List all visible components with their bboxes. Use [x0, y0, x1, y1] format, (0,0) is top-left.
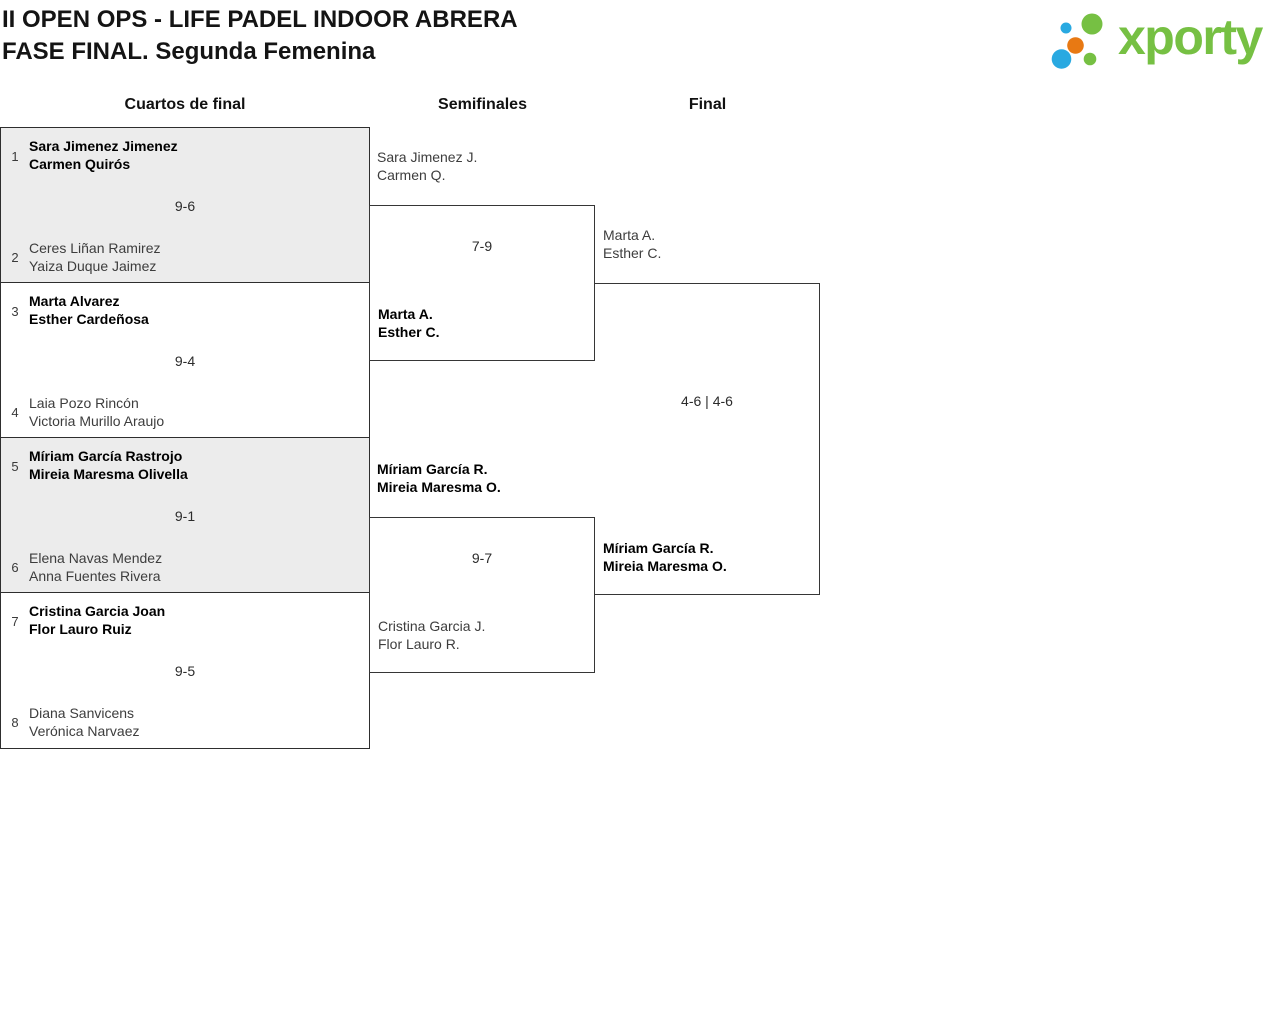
- match-score: 9-1: [174, 508, 196, 524]
- seed-number: 5: [11, 458, 19, 474]
- match-score: 7-9: [471, 238, 493, 254]
- team-names: Diana Sanvicens Verónica Narvaez: [29, 704, 140, 740]
- team-name-line: Cristina Garcia J.: [378, 618, 486, 634]
- final-match: 4-6 | 4-6 Míriam García R. Mireia Maresm…: [595, 283, 820, 595]
- team-name-line: Míriam García Rastrojo: [29, 448, 183, 464]
- team-name-line: Esther C.: [603, 245, 662, 261]
- team-name-line: Diana Sanvicens: [29, 705, 135, 721]
- team-name-line: Esther C.: [378, 324, 440, 340]
- team-name-line: Mireia Maresma O.: [377, 479, 501, 495]
- seed-number: 1: [11, 148, 19, 164]
- match-score: 4-6 | 4-6: [681, 393, 733, 409]
- team-name-line: Cristina Garcia Joan: [29, 603, 166, 619]
- seed-number: 2: [11, 249, 19, 265]
- team-names: Míriam García Rastrojo Mireia Maresma Ol…: [29, 447, 188, 483]
- round-header-final: Final: [688, 96, 727, 113]
- semifinal-match-2: 9-7 Cristina Garcia J. Flor Lauro R.: [369, 517, 595, 673]
- logo-dots-icon: [1051, 13, 1103, 69]
- match-score: 9-4: [174, 353, 196, 369]
- seed-number: 4: [11, 404, 19, 420]
- team-name-line: Sara Jimenez J.: [377, 149, 478, 165]
- team-name-line: Marta A.: [378, 306, 433, 322]
- logo-wordmark: xporty: [1118, 9, 1263, 65]
- semifinal-match-1: 7-9 Marta A. Esther C.: [369, 205, 595, 361]
- match-score: 9-5: [174, 663, 196, 679]
- quarterfinal-match-1: 1 Sara Jimenez Jimenez Carmen Quirós 9-6…: [1, 128, 369, 283]
- page-title: II OPEN OPS - LIFE PADEL INDOOR ABRERA F…: [2, 4, 518, 68]
- seed-number: 3: [11, 303, 19, 319]
- quarterfinals-bracket: 1 Sara Jimenez Jimenez Carmen Quirós 9-6…: [0, 127, 370, 749]
- team-name-line: Sara Jimenez Jimenez: [29, 138, 178, 154]
- title-line-tournament: II OPEN OPS - LIFE PADEL INDOOR ABRERA: [2, 6, 518, 33]
- team-names: Marta Alvarez Esther Cardeñosa: [29, 292, 149, 328]
- title-line-phase: FASE FINAL. Segunda Femenina: [2, 38, 376, 65]
- final-winner-team: Míriam García R. Mireia Maresma O.: [603, 539, 727, 575]
- match-score: 9-6: [174, 198, 196, 214]
- xporty-logo[interactable]: xporty: [1048, 0, 1263, 78]
- team-name-line: Flor Lauro Ruiz: [29, 621, 132, 637]
- team-name-line: Ceres Liñan Ramirez: [29, 240, 161, 256]
- team-names: Sara Jimenez Jimenez Carmen Quirós: [29, 137, 178, 173]
- team-names: Elena Navas Mendez Anna Fuentes Rivera: [29, 549, 162, 585]
- team-name-line: Elena Navas Mendez: [29, 550, 163, 566]
- seed-number: 6: [11, 559, 19, 575]
- match-score: 9-7: [471, 550, 493, 566]
- team-name-line: Anna Fuentes Rivera: [29, 568, 161, 584]
- team-name-line: Carmen Q.: [377, 167, 446, 183]
- team-name-line: Verónica Narvaez: [29, 723, 140, 739]
- semifinal-2-bottom-team: Cristina Garcia J. Flor Lauro R.: [378, 617, 485, 653]
- team-name-line: Mireia Maresma O.: [603, 558, 727, 574]
- team-name-line: Laia Pozo Rincón: [29, 395, 139, 411]
- team-name-line: Carmen Quirós: [29, 156, 131, 172]
- round-header-semifinals: Semifinales: [438, 96, 527, 113]
- team-name-line: Marta A.: [603, 227, 656, 243]
- team-names: Cristina Garcia Joan Flor Lauro Ruiz: [29, 602, 165, 638]
- semifinal-1-top-team: Sara Jimenez J. Carmen Q.: [377, 148, 477, 184]
- semifinal-2-top-team: Míriam García R. Mireia Maresma O.: [377, 460, 501, 496]
- seed-number: 8: [11, 714, 19, 730]
- team-names: Laia Pozo Rincón Victoria Murillo Araujo: [29, 394, 164, 430]
- round-header-quarterfinals: Cuartos de final: [124, 96, 246, 113]
- team-name-line: Marta Alvarez: [29, 293, 120, 309]
- team-name-line: Victoria Murillo Araujo: [29, 413, 165, 429]
- team-name-line: Míriam García R.: [603, 540, 714, 556]
- quarterfinal-match-4: 7 Cristina Garcia Joan Flor Lauro Ruiz 9…: [1, 593, 369, 748]
- team-name-line: Esther Cardeñosa: [29, 311, 149, 327]
- quarterfinal-match-3: 5 Míriam García Rastrojo Mireia Maresma …: [1, 438, 369, 593]
- team-names: Ceres Liñan Ramirez Yaiza Duque Jaimez: [29, 239, 161, 275]
- quarterfinal-match-2: 3 Marta Alvarez Esther Cardeñosa 9-4 4 L…: [1, 283, 369, 438]
- team-name-line: Yaiza Duque Jaimez: [29, 258, 157, 274]
- team-name-line: Míriam García R.: [377, 461, 488, 477]
- semifinal-1-winner-team: Marta A. Esther C.: [378, 305, 439, 341]
- team-name-line: Flor Lauro R.: [378, 636, 460, 652]
- final-top-team: Marta A. Esther C.: [603, 226, 661, 262]
- team-name-line: Mireia Maresma Olivella: [29, 466, 188, 482]
- seed-number: 7: [11, 613, 19, 629]
